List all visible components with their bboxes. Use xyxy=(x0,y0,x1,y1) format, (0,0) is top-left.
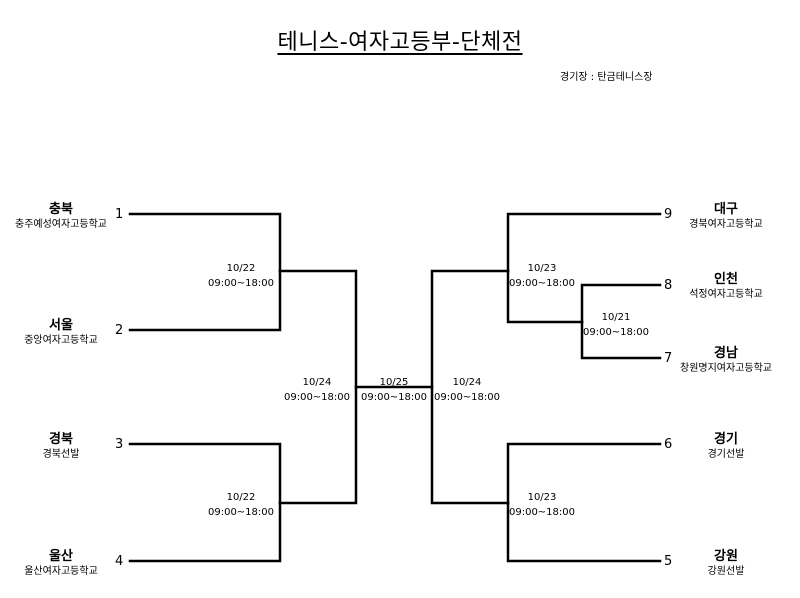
team-region: 인천 xyxy=(714,272,738,287)
match-label: 10/24 09:00~18:00 xyxy=(422,375,512,405)
bracket-line-r-qf xyxy=(506,269,584,324)
bracket-line-team-8 xyxy=(580,283,662,324)
match-time: 09:00~18:00 xyxy=(582,327,649,338)
match-time: 09:00~18:00 xyxy=(508,507,575,518)
match-label: 10/22 09:00~18:00 xyxy=(196,261,286,291)
team-region: 경남 xyxy=(714,346,738,361)
bracket-title: 테니스-여자고등부-단체전 xyxy=(277,30,523,55)
match-date: 10/22 xyxy=(226,263,256,274)
match-date: 10/25 xyxy=(379,377,409,388)
bracket-line-left-sf1 xyxy=(278,269,358,389)
team-school: 석정여자고등학교 xyxy=(689,289,763,300)
team-entry: 충북 충주예성여자고등학교 xyxy=(1,202,121,231)
bracket-line-team-6 xyxy=(506,442,662,505)
team-region: 충북 xyxy=(49,202,73,217)
team-school: 경기선발 xyxy=(707,449,745,460)
team-entry: 서울 중앙여자고등학교 xyxy=(1,318,121,347)
team-seed: 5 xyxy=(664,554,673,569)
match-label: 10/21 09:00~18:00 xyxy=(571,310,661,340)
match-time: 09:00~18:00 xyxy=(207,507,274,518)
match-label: 10/22 09:00~18:00 xyxy=(196,490,286,520)
team-entry: 인천 석정여자고등학교 xyxy=(666,272,786,301)
match-date: 10/23 xyxy=(527,263,557,274)
team-school: 울산여자고등학교 xyxy=(24,566,98,577)
match-time: 09:00~18:00 xyxy=(508,278,575,289)
bracket-line-team-1 xyxy=(128,212,282,273)
team-region: 대구 xyxy=(714,202,738,217)
match-time: 09:00~18:00 xyxy=(283,392,350,403)
match-date: 10/23 xyxy=(527,492,557,503)
match-label: 10/25 09:00~18:00 xyxy=(349,375,439,405)
bracket-line-team-9 xyxy=(506,212,662,273)
venue-label: 경기장 : 탄금테니스장 xyxy=(560,72,653,83)
team-region: 경북 xyxy=(49,432,73,447)
team-seed: 1 xyxy=(115,207,124,222)
match-time: 09:00~18:00 xyxy=(433,392,500,403)
bracket-line-team-2 xyxy=(128,269,282,332)
match-date: 10/24 xyxy=(302,377,332,388)
team-school: 경북여자고등학교 xyxy=(689,219,763,230)
match-label: 10/23 09:00~18:00 xyxy=(497,261,587,291)
team-entry: 경기 경기선발 xyxy=(666,432,786,461)
team-school: 창원명지여자고등학교 xyxy=(680,363,772,374)
team-school: 강원선발 xyxy=(707,566,745,577)
bracket-line-team-7 xyxy=(580,320,662,360)
team-seed: 8 xyxy=(664,278,673,293)
team-seed: 4 xyxy=(115,554,124,569)
team-entry: 경남 창원명지여자고등학교 xyxy=(666,346,786,375)
bracket-line-right-sf2 xyxy=(430,385,510,505)
bracket-line-left-sf2 xyxy=(278,385,358,505)
team-region: 울산 xyxy=(49,549,73,564)
team-seed: 3 xyxy=(115,437,124,452)
team-entry: 강원 강원선발 xyxy=(666,549,786,578)
team-seed: 9 xyxy=(664,207,673,222)
match-label: 10/24 09:00~18:00 xyxy=(272,375,362,405)
bracket-line-team-4 xyxy=(128,501,282,563)
match-time: 09:00~18:00 xyxy=(207,278,274,289)
team-entry: 경북 경북선발 xyxy=(1,432,121,461)
team-entry: 울산 울산여자고등학교 xyxy=(1,549,121,578)
team-school: 충주예성여자고등학교 xyxy=(15,219,107,230)
team-seed: 6 xyxy=(664,437,673,452)
match-date: 10/22 xyxy=(226,492,256,503)
team-entry: 대구 경북여자고등학교 xyxy=(666,202,786,231)
match-date: 10/24 xyxy=(452,377,482,388)
team-region: 강원 xyxy=(714,549,738,564)
team-school: 중앙여자고등학교 xyxy=(24,335,98,346)
bracket-line-team-3 xyxy=(128,442,282,505)
team-school: 경북선발 xyxy=(42,449,80,460)
team-seed: 2 xyxy=(115,323,124,338)
match-label: 10/23 09:00~18:00 xyxy=(497,490,587,520)
team-region: 경기 xyxy=(714,432,738,447)
team-seed: 7 xyxy=(664,351,673,366)
match-time: 09:00~18:00 xyxy=(360,392,427,403)
bracket-line-team-5 xyxy=(506,501,662,563)
bracket-line-right-sf1 xyxy=(430,269,510,389)
match-date: 10/21 xyxy=(601,312,631,323)
team-region: 서울 xyxy=(49,318,73,333)
